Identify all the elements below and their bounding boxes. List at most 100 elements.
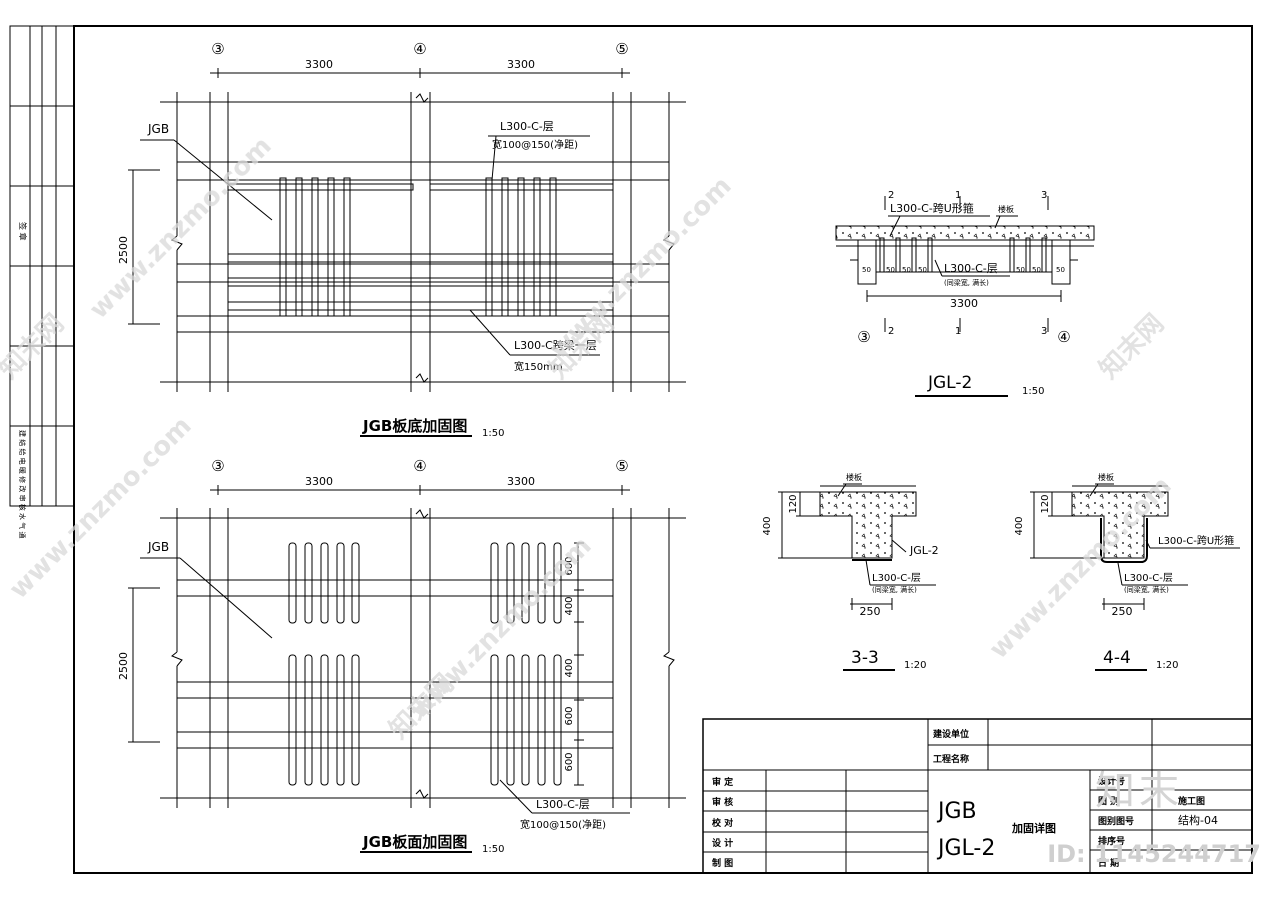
wm-site-1: www.znzmo.com (84, 131, 278, 325)
s44-label-u: L300-C-跨U形箍 (1158, 534, 1234, 547)
section-3-3: 400 120 250 楼板 JGL-2 L300-C-层 (同梁宽, 满长) … (762, 472, 939, 671)
plan2-label-sub: 宽100@150(净距) (520, 818, 606, 831)
title-block (702, 718, 1253, 874)
s44-slab: 楼板 (1098, 472, 1114, 482)
jgl2-scale: 1:50 (1022, 386, 1044, 397)
tb-build-unit-label: 建设单位 (933, 728, 969, 740)
s33-title: 3-3 (851, 648, 879, 668)
watermark-id: ID: 1145244717 (1047, 840, 1261, 868)
tb-role-2: 校 对 (712, 817, 733, 829)
axis-3-label: ③ (211, 40, 224, 58)
tb-role-3: 设 计 (712, 837, 733, 849)
jgl2-dim-50-2: 50 (886, 266, 895, 274)
jgl2-label-slab: 楼板 (998, 204, 1014, 214)
section-4-4: 400 120 250 楼板 L300-C-跨U形箍 L300-C-层 (同梁宽… (1014, 472, 1240, 671)
plan2-dim-600c: 600 (564, 752, 575, 771)
jgl2-dim-50-6: 50 (1032, 266, 1041, 274)
jgl2-elevation: 2 1 3 2 1 3 L300-C-跨U形箍 楼板 L300-C-层 (同梁宽… (835, 190, 1095, 397)
plan1-title: JGB板底加固图 (362, 417, 467, 435)
axis-4-label: ④ (413, 40, 426, 58)
jgl2-dim-50-4: 50 (918, 266, 927, 274)
s33-dim-120: 120 (788, 494, 799, 513)
watermark-mark: 知末 (1095, 768, 1183, 814)
jgl2-span: 3300 (950, 297, 978, 310)
wm-brand-3: 知末网 (1094, 309, 1170, 385)
s33-label-sub: (同梁宽, 满长) (872, 585, 917, 594)
jgl2-label-top: L300-C-跨U形箍 (890, 201, 974, 215)
tb-design-no-label: 设计号 (1098, 775, 1125, 787)
plan1-scale: 1:50 (482, 428, 504, 439)
axis-5-label: ⑤ (615, 40, 628, 58)
tb-date-label: 日 期 (1098, 857, 1119, 869)
s33-slab: 楼板 (846, 472, 862, 482)
plan2-width-dim: 2500 (117, 652, 130, 680)
tb-drawing-name-2: JGL-2 (936, 836, 995, 861)
s44-dim-250: 250 (1112, 605, 1133, 618)
s33-scale: 1:20 (904, 660, 926, 671)
wm-site-3: www.znzmo.com (4, 411, 198, 605)
plan2-span-right: 3300 (507, 475, 535, 488)
jgl2-cut3-top: 3 (1041, 190, 1047, 201)
tb-drawing-no-label: 图别图号 (1098, 815, 1134, 827)
plan2-dim-600a: 600 (564, 556, 575, 575)
tb-drawing-no-value: 结构-04 (1178, 813, 1218, 827)
jgl2-dim-50-5: 50 (1016, 266, 1025, 274)
plan2-title: JGB板面加固图 (362, 833, 467, 851)
left-stamp-strip (9, 25, 75, 507)
plan2-dim-400a: 400 (564, 596, 575, 615)
wm-brand-1: 知末网 (0, 309, 70, 385)
plan1-width-dim: 2500 (117, 236, 130, 264)
s33-dim-250: 250 (860, 605, 881, 618)
jgl2-title: JGL-2 (927, 373, 972, 393)
tb-role-0: 审 定 (712, 776, 734, 788)
jgl2-cut3-bot: 3 (1041, 326, 1047, 337)
tb-stage-label: 图 别 (1098, 795, 1119, 807)
s33-label: L300-C-层 (872, 572, 921, 584)
axis-3-label-b: ③ (211, 457, 224, 475)
tb-drawing-name-1: JGB (936, 799, 977, 824)
tb-drawing-name-suffix: 加固详图 (1011, 821, 1056, 835)
plan1-jgb-label: JGB (147, 122, 169, 136)
s33-dim-400: 400 (762, 516, 773, 535)
tb-role-1: 审 核 (712, 796, 733, 808)
wm-brand-4: 知末网 (384, 669, 460, 745)
tb-project-label: 工程名称 (933, 753, 969, 765)
jgl2-axis-4: ④ (1057, 328, 1070, 346)
plan-top-view: ③ ④ ⑤ 3300 (117, 457, 686, 855)
plan2-dim-400b: 400 (564, 658, 575, 677)
s44-dim-400: 400 (1014, 516, 1025, 535)
plan1-label-top-sub: 宽100@150(净距) (492, 138, 578, 151)
jgl2-cut2-top: 2 (888, 190, 894, 201)
jgl2-cut2-bot: 2 (888, 326, 894, 337)
s44-label-sub: (同梁宽, 满长) (1124, 585, 1169, 594)
plan2-scale: 1:50 (482, 844, 504, 855)
jgl2-dim-50-3: 50 (902, 266, 911, 274)
plan-bottom-view: ③ ④ ⑤ 3300 3300 2500 (117, 40, 686, 439)
s44-label: L300-C-层 (1124, 572, 1173, 584)
jgl2-dim-50-7: 50 (1056, 266, 1065, 274)
jgl2-label-bottom-sub: (同梁宽, 满长) (944, 278, 989, 287)
axis-5-label-b: ⑤ (615, 457, 628, 475)
tb-seq-label: 排序号 (1098, 835, 1125, 847)
s44-dim-120: 120 (1040, 494, 1051, 513)
main-frame (73, 25, 1253, 874)
s44-title: 4-4 (1103, 648, 1131, 668)
plan1-span-right: 3300 (507, 58, 535, 71)
jgl2-label-bottom: L300-C-层 (944, 262, 998, 275)
plan1-span-left: 3300 (305, 58, 333, 71)
plan1-label-bottom-sub: 宽150mm (514, 360, 563, 373)
plan2-dim-600b: 600 (564, 706, 575, 725)
s44-scale: 1:20 (1156, 660, 1178, 671)
axis-4-label-b: ④ (413, 457, 426, 475)
plan1-label-top: L300-C-层 (500, 120, 554, 133)
s33-jgl: JGL-2 (909, 544, 939, 557)
left-strip-note2: 建 结 给 电 暖 修 改 审 核 水 气 通 (18, 430, 27, 538)
tb-role-4: 制 图 (712, 857, 733, 869)
jgl2-dim-50-1: 50 (862, 266, 871, 274)
jgl2-cut1-top: 1 (955, 190, 961, 201)
jgl2-cut1-bot: 1 (955, 326, 961, 337)
left-strip-note1: 签 章 (18, 222, 28, 241)
tb-stage-value: 施工图 (1178, 795, 1205, 807)
